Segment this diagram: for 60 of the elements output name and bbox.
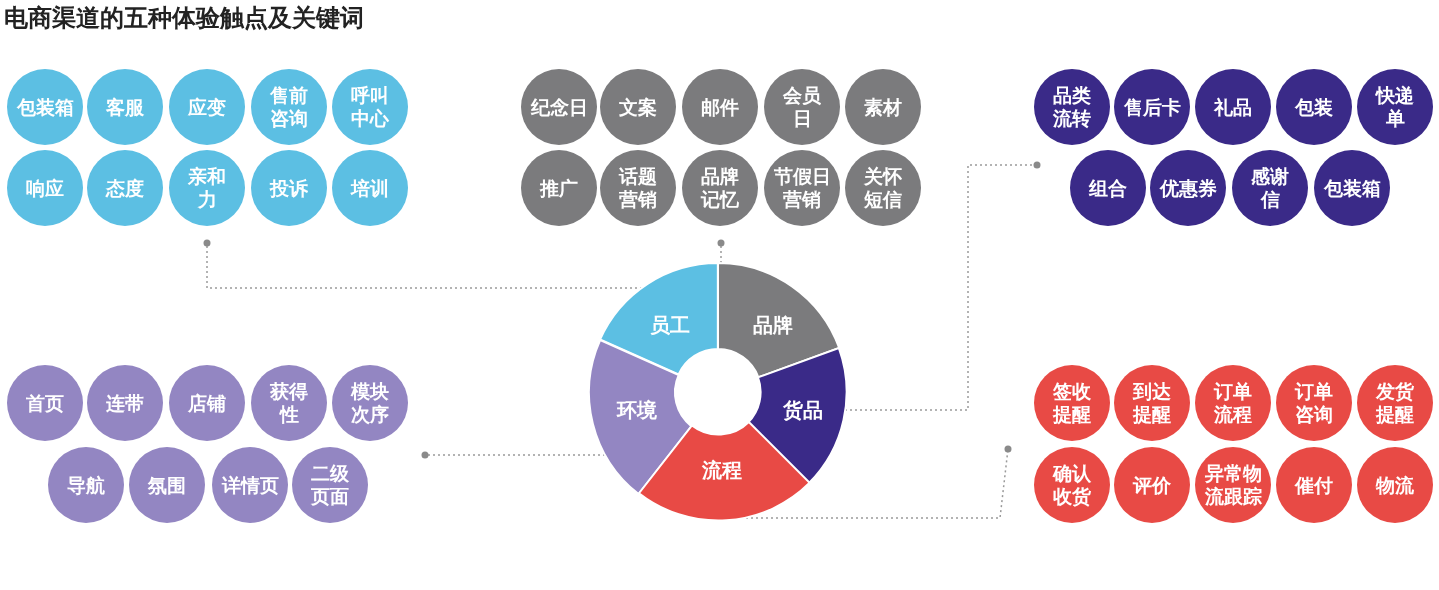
- keyword-label: 培训: [351, 176, 389, 200]
- keyword-label: 投诉: [270, 176, 308, 200]
- keyword-label: 纪念日: [530, 95, 588, 119]
- donut-segment: [748, 347, 847, 484]
- keyword-label: 首页: [26, 391, 64, 415]
- segment-label: 环境: [617, 396, 657, 424]
- keyword-label: 呼叫中心: [351, 84, 389, 130]
- keyword-label: 评价: [1133, 473, 1171, 497]
- keyword-label: 响应: [26, 176, 64, 200]
- keyword-label: 亲和力: [188, 165, 226, 211]
- keyword-label: 订单流程: [1214, 380, 1252, 426]
- keyword-label: 店铺: [188, 391, 226, 415]
- keyword-label: 优惠券: [1159, 176, 1217, 200]
- keyword-label: 物流: [1376, 473, 1414, 497]
- keyword-label: 售后卡: [1123, 95, 1181, 119]
- keyword-label: 礼品: [1214, 95, 1252, 119]
- title: 电商渠道的五种体验触点及关键词: [4, 3, 364, 34]
- keyword-label: 二级页面: [311, 462, 349, 508]
- segment-label: 品牌: [753, 311, 793, 339]
- keyword-label: 组合: [1089, 176, 1127, 200]
- keyword-label: 文案: [619, 95, 657, 119]
- keyword-label: 到达提醒: [1133, 380, 1171, 426]
- keyword-label: 应变: [188, 95, 226, 119]
- segment-label: 流程: [702, 456, 742, 484]
- keyword-label: 素材: [864, 95, 902, 119]
- keyword-label: 订单咨询: [1295, 380, 1333, 426]
- keyword-label: 快递单: [1376, 84, 1414, 130]
- keyword-label: 节假日营销: [773, 165, 831, 211]
- keyword-label: 售前咨询: [270, 84, 308, 130]
- keyword-label: 模块次序: [351, 380, 389, 426]
- keyword-label: 催付: [1295, 473, 1333, 497]
- keyword-label: 会员日: [783, 84, 821, 130]
- keyword-label: 导航: [67, 473, 105, 497]
- leader-line: [717, 239, 725, 264]
- keyword-label: 签收提醒: [1053, 380, 1091, 426]
- keyword-label: 品牌记忆: [701, 165, 739, 211]
- donut-segment: [718, 263, 840, 378]
- keyword-label: 话题营销: [619, 165, 657, 211]
- keyword-label: 包装箱: [16, 95, 74, 119]
- keyword-label: 氛围: [148, 473, 186, 497]
- keyword-label: 异常物流跟踪: [1204, 462, 1262, 508]
- keyword-label: 详情页: [221, 473, 279, 497]
- keyword-label: 关怀短信: [864, 165, 902, 211]
- keyword-label: 确认收货: [1053, 462, 1091, 508]
- segment-label: 员工: [650, 311, 690, 339]
- keyword-label: 获得性: [270, 380, 308, 426]
- keyword-label: 连带: [106, 391, 144, 415]
- keyword-label: 态度: [106, 176, 144, 200]
- keyword-label: 推广: [540, 176, 578, 200]
- keyword-label: 邮件: [701, 95, 739, 119]
- keyword-label: 感谢信: [1251, 165, 1289, 211]
- keyword-label: 包装: [1295, 95, 1333, 119]
- donut-segment: [589, 339, 692, 494]
- keyword-label: 发货提醒: [1376, 380, 1414, 426]
- segment-label: 货品: [783, 396, 823, 424]
- keyword-label: 品类流转: [1053, 84, 1091, 130]
- keyword-label: 客服: [106, 95, 144, 119]
- donut-segment: [600, 263, 718, 375]
- donut-segment: [638, 422, 810, 521]
- keyword-label: 包装箱: [1323, 176, 1381, 200]
